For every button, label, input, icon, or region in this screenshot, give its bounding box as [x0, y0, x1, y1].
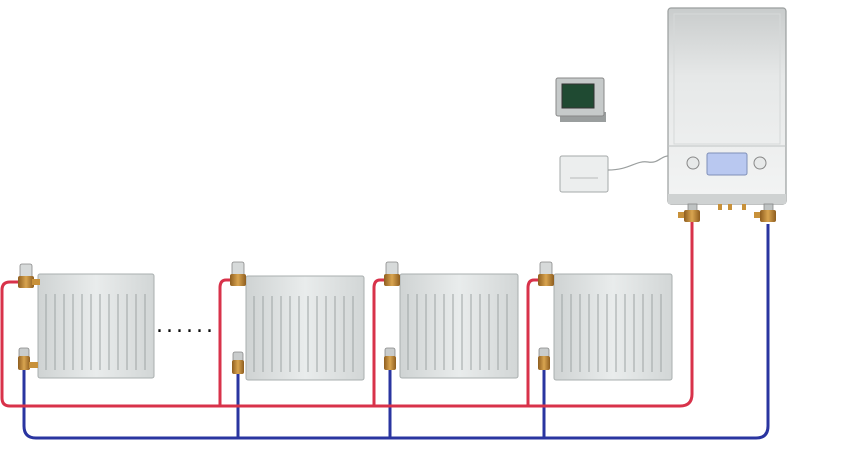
boiler-return-valve [754, 203, 776, 222]
radiator-2 [245, 275, 365, 381]
more-radiators-ellipsis: ...... [156, 313, 216, 338]
radiator-4 [553, 273, 673, 381]
room-thermostat [555, 77, 606, 122]
boiler-right-knob-icon [753, 156, 767, 170]
radiator-4-bottom-valve [538, 347, 550, 370]
radiator-1 [37, 273, 155, 379]
radiator-2-bottom-valve [232, 351, 244, 374]
boiler-bottom-connectors [718, 204, 746, 210]
boiler-left-knob-icon [686, 156, 700, 170]
radiator-1-top-valve [18, 263, 40, 288]
return-pipe [22, 224, 770, 440]
watermark [520, 428, 780, 458]
boiler-flow-valve [678, 203, 700, 222]
flow-pipe [0, 222, 694, 408]
receiver-cable [607, 155, 675, 171]
wireless-receiver [559, 155, 609, 193]
wall-hung-boiler [667, 7, 787, 205]
radiator-4-top-valve [538, 261, 554, 286]
radiator-1-bottom-valve [18, 347, 38, 370]
radiator-3-bottom-valve [384, 347, 396, 370]
radiator-3 [399, 273, 519, 379]
boiler-display [706, 152, 748, 176]
radiator-3-top-valve [384, 261, 400, 286]
radiator-2-top-valve [230, 261, 246, 286]
